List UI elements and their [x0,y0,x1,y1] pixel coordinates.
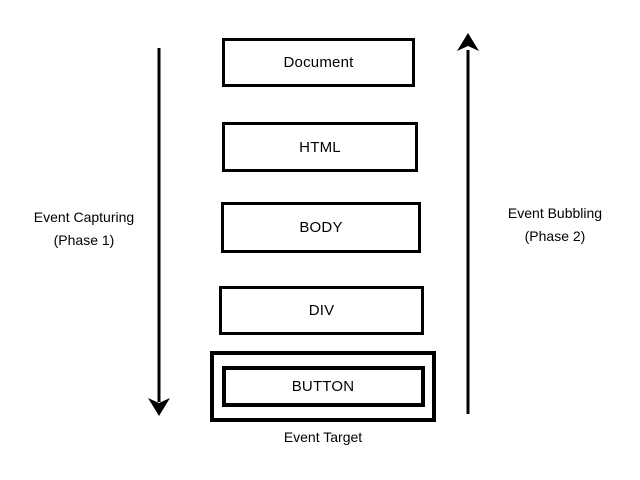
bubbling-phase-label-line2: (Phase 2) [524,228,586,244]
node-box-div: DIV [219,286,424,335]
bubbling-phase-label: Event Bubbling (Phase 2) [475,202,635,248]
node-box-html: HTML [222,122,418,172]
node-label-body: BODY [299,219,343,236]
capturing-phase-label: Event Capturing (Phase 1) [4,206,164,252]
event-target-caption: Event Target [283,429,363,445]
capturing-phase-label-line2: (Phase 1) [53,232,115,248]
node-box-button-outer: BUTTON [210,351,436,422]
node-box-document: Document [222,38,415,87]
node-label-html: HTML [299,138,341,156]
bubbling-phase-label-line1: Event Bubbling [507,205,603,221]
node-box-button: BUTTON [221,366,425,407]
node-label-div: DIV [308,302,335,319]
capturing-phase-label-line1: Event Capturing [33,209,135,225]
event-bubbling-arrow-up-icon [457,33,479,414]
event-capturing-arrow-down-icon [148,48,170,416]
node-label-document: Document [283,54,354,71]
node-box-body: BODY [221,202,421,253]
node-label-button: BUTTON [291,378,355,395]
